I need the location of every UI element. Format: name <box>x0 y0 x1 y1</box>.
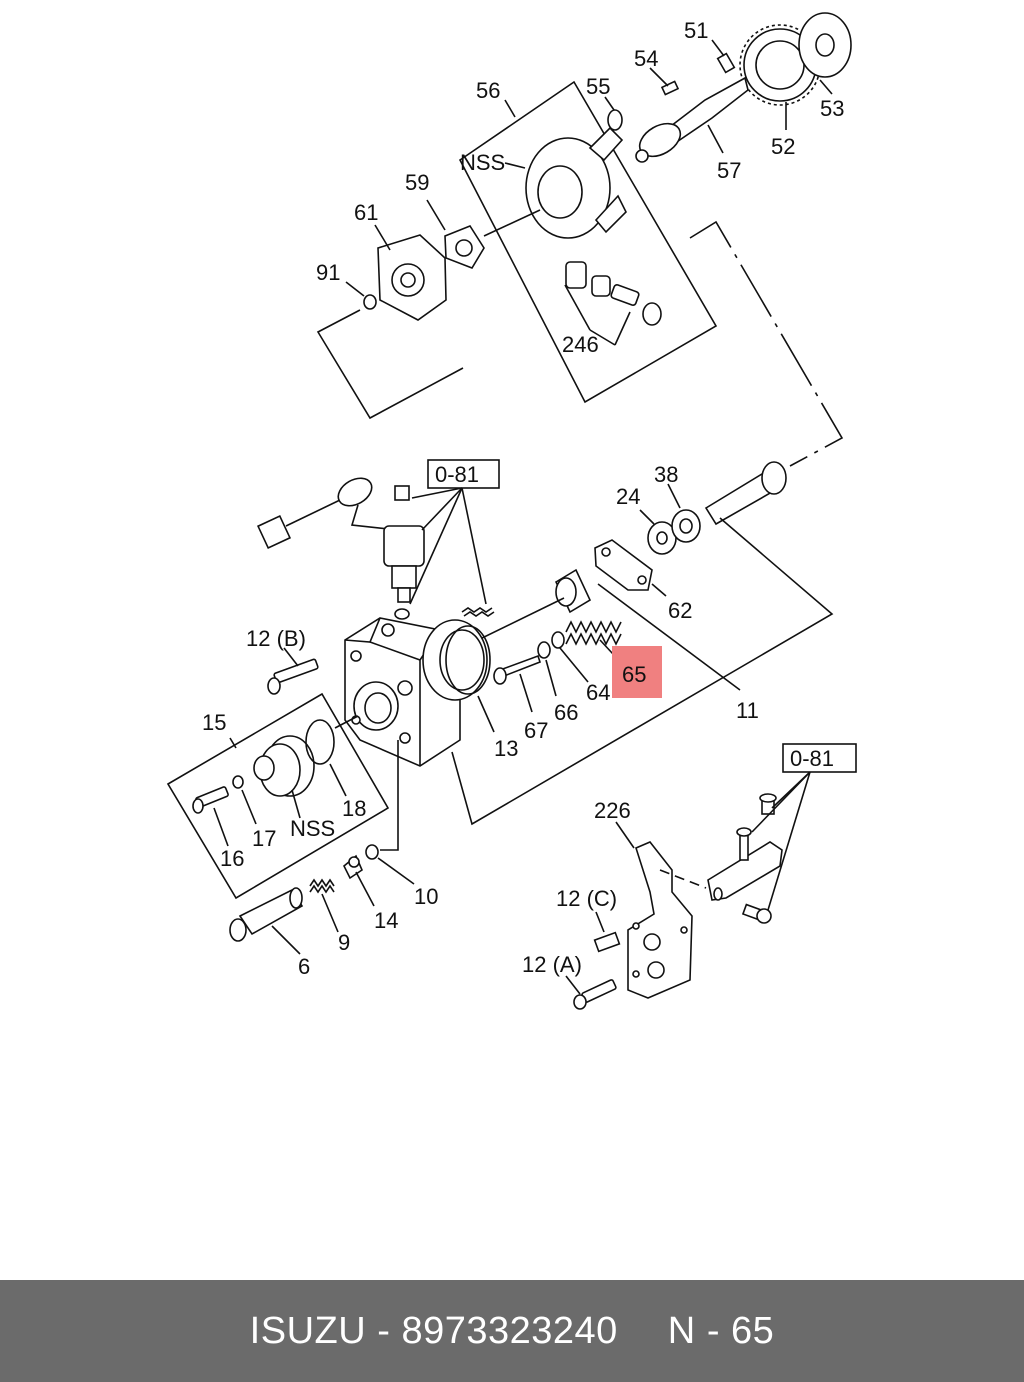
connector <box>256 514 292 550</box>
label-nss-mid: NSS <box>290 816 335 841</box>
box-15 <box>166 692 390 900</box>
key-51 <box>716 52 736 74</box>
bolt-12b <box>267 647 319 695</box>
label-52: 52 <box>771 134 795 159</box>
label-14: 14 <box>374 908 398 933</box>
part-labels: 51 54 55 56 53 52 57 NSS 59 61 91 246 0-… <box>202 18 844 979</box>
footer-bar: ISUZU - 8973323240 N - 65 <box>0 1280 1024 1382</box>
label-081-top: 0-81 <box>435 462 479 487</box>
exploded-parts-diagram: 51 54 55 56 53 52 57 NSS 59 61 91 246 0-… <box>166 12 857 1010</box>
label-38: 38 <box>654 462 678 487</box>
bolt-12a <box>581 979 617 1003</box>
separator-2: - <box>706 1309 720 1352</box>
label-64: 64 <box>586 680 610 705</box>
governor-washer-group <box>316 199 541 420</box>
label-12c: 12 (C) <box>556 886 617 911</box>
pump-housing <box>344 617 495 767</box>
ref-box-081-right <box>782 743 857 773</box>
label-11: 11 <box>736 698 759 723</box>
separator: - <box>377 1309 391 1352</box>
plate-226 <box>627 841 693 999</box>
spring-9 <box>309 878 335 888</box>
label-6: 6 <box>298 954 310 979</box>
label-13: 13 <box>494 736 518 761</box>
label-12b: 12 (B) <box>246 626 306 651</box>
label-55: 55 <box>586 74 610 99</box>
drive-shaft-group <box>604 12 852 163</box>
bolt-12c <box>593 931 621 953</box>
label-16: 16 <box>220 846 244 871</box>
washer-64 <box>551 631 565 649</box>
sleeve-246 <box>565 261 587 289</box>
label-56: 56 <box>476 78 500 103</box>
label-61: 61 <box>354 200 378 225</box>
label-59: 59 <box>405 170 429 195</box>
solenoid-group <box>256 459 500 620</box>
washer-91 <box>363 294 377 310</box>
washer-66 <box>537 641 551 659</box>
label-62: 62 <box>668 598 692 623</box>
bracket-group <box>565 743 857 1010</box>
label-9: 9 <box>338 930 350 955</box>
label-246: 246 <box>562 332 599 357</box>
label-10: 10 <box>414 884 438 909</box>
brand-name: ISUZU <box>249 1309 367 1352</box>
label-12a: 12 (A) <box>522 952 582 977</box>
clip-55 <box>607 109 623 131</box>
label-91: 91 <box>316 260 340 285</box>
ref-prefix: N <box>667 1309 696 1352</box>
label-53: 53 <box>820 96 844 121</box>
governor-assembly-56 <box>458 80 718 404</box>
label-226: 226 <box>594 798 631 823</box>
label-65: 65 <box>622 662 646 687</box>
lower-fittings <box>229 740 415 955</box>
ref-number: 65 <box>731 1309 775 1352</box>
label-51: 51 <box>684 18 708 43</box>
label-24: 24 <box>616 484 640 509</box>
label-66: 66 <box>554 700 578 725</box>
label-15: 15 <box>202 710 226 735</box>
label-nss-top: NSS <box>460 150 505 175</box>
highlight-65 <box>612 646 662 698</box>
nut <box>394 485 410 501</box>
part-number: 8973323240 <box>401 1309 618 1352</box>
fitting-6 <box>238 888 304 936</box>
label-67: 67 <box>524 718 548 743</box>
bracket <box>707 841 783 901</box>
label-57: 57 <box>717 158 741 183</box>
key-54 <box>660 80 680 96</box>
ref-box-081-top <box>427 459 500 489</box>
solenoid <box>383 525 425 567</box>
label-54: 54 <box>634 46 658 71</box>
feed-pump-group <box>451 461 834 826</box>
label-081-right: 0-81 <box>790 746 834 771</box>
label-18: 18 <box>342 796 366 821</box>
label-17: 17 <box>252 826 276 851</box>
washer-10 <box>365 844 379 860</box>
washer-17 <box>232 775 244 789</box>
